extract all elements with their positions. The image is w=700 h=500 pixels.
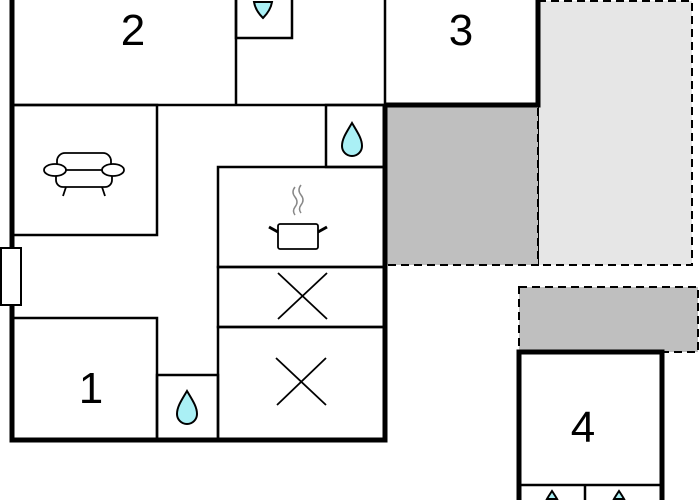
room-label-4: 4 (571, 403, 595, 452)
sofa-icon (43, 152, 125, 197)
exterior-walls (9, 0, 665, 500)
water-drop-icon (252, 0, 274, 20)
terrace-dark (384, 104, 539, 266)
water-drop-icon (612, 489, 626, 500)
room-label-3: 3 (449, 6, 473, 55)
water-drop-icon (341, 122, 363, 157)
water-drop-icon (545, 489, 559, 500)
cross-icon (275, 357, 327, 406)
room-label-1: 1 (79, 364, 103, 413)
terrace-lower (518, 286, 699, 353)
water-drop-icon (176, 390, 198, 425)
cooking-pot-icon (268, 184, 328, 250)
interior-walls (10, 0, 387, 442)
room-label-2: 2 (121, 6, 145, 55)
terrace-light (537, 0, 693, 266)
cross-icon (277, 272, 328, 320)
door-icon (0, 247, 22, 306)
